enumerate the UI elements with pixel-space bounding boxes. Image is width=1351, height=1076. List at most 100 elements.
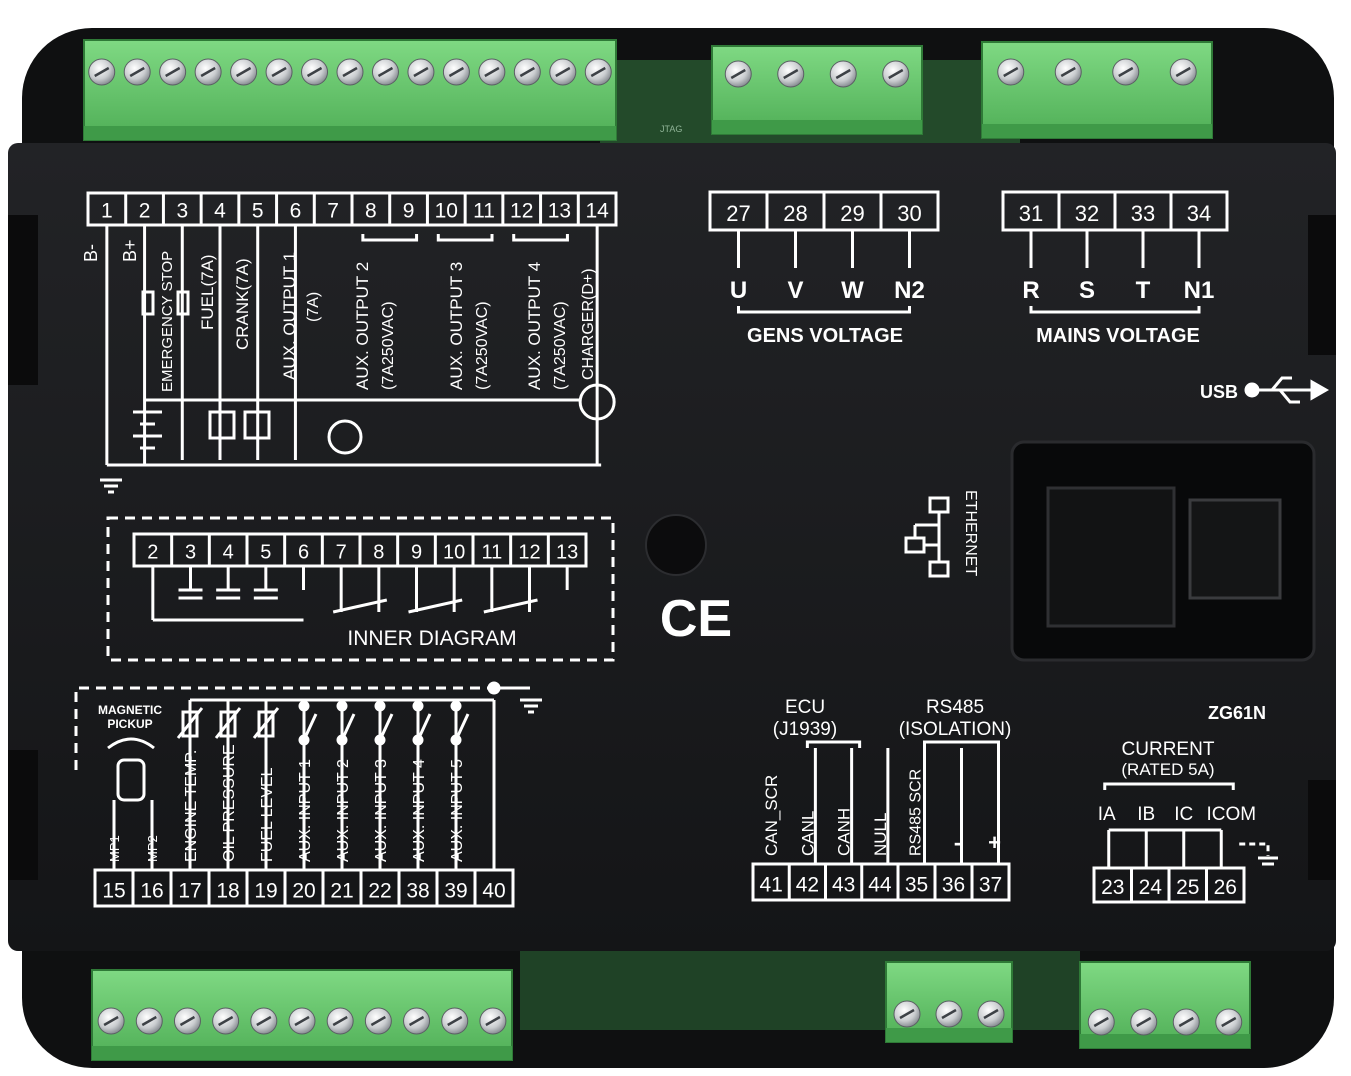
screw-slot	[555, 66, 571, 78]
switch-lever	[302, 713, 318, 741]
clip-slot-right-bottom	[1308, 780, 1336, 880]
usb-icon	[1270, 376, 1292, 391]
terminal-block-gens-base	[712, 120, 922, 134]
switch-lever	[416, 713, 432, 741]
screw-slot	[306, 66, 323, 78]
fuse-symbol	[141, 290, 155, 316]
screw-slot	[332, 1015, 348, 1027]
screw-slot	[235, 66, 252, 78]
screw-slot	[888, 68, 904, 80]
screw-slot	[103, 1015, 119, 1027]
pin-number: 16	[140, 879, 163, 902]
output-bracket	[436, 234, 494, 242]
label-aux-output-2: AUX. OUTPUT 2	[353, 262, 372, 390]
current-label: ICOM	[1206, 804, 1256, 825]
screw-slot	[983, 1008, 999, 1020]
pin-number: 38	[406, 879, 429, 902]
phase-label: U	[730, 277, 747, 304]
clip-slot-left-top	[8, 215, 38, 385]
phase-label: N2	[894, 277, 925, 304]
ethernet-label: ETHERNET	[962, 490, 979, 576]
usb-icon	[1278, 389, 1300, 404]
inner-diagram-title: INNER DIAGRAM	[347, 627, 516, 650]
switch-contact	[412, 700, 424, 712]
pin-number: 9	[411, 541, 422, 563]
screw-slot	[94, 66, 110, 78]
input-label: AUX. INPUT 4	[411, 759, 428, 862]
phase-label: V	[787, 277, 803, 304]
sensor-resistor	[219, 710, 237, 738]
screw-slot	[1003, 66, 1019, 78]
contact-symbol	[408, 598, 463, 614]
switch-contact	[450, 700, 462, 712]
pin-number: 35	[905, 873, 928, 896]
ecu-label: CANL	[798, 811, 817, 856]
terminal-block-bottom-left	[91, 969, 513, 1061]
screw-slot	[519, 66, 535, 78]
screw-slot	[1093, 1016, 1109, 1028]
fuse-symbol	[176, 290, 190, 316]
pin-number: 33	[1131, 201, 1155, 226]
pin-number: 20	[292, 879, 315, 902]
label-crank: CRANK(7A)	[233, 258, 252, 350]
input-label: AUX. INPUT 1	[297, 759, 314, 862]
pin-number: 43	[832, 873, 855, 896]
label-aux-output-2-rating: (7A250VAC)	[380, 301, 397, 390]
screw-slot	[408, 1015, 425, 1027]
pin-number: 41	[759, 873, 782, 896]
pin-number: 5	[252, 199, 264, 222]
output-symbol	[327, 419, 363, 455]
pin-number: 36	[942, 873, 965, 896]
pin-number: 5	[260, 541, 271, 563]
terminal-block-current-base	[1080, 1034, 1250, 1048]
pin-number: 40	[482, 879, 505, 902]
rs485-label: +	[988, 830, 1001, 855]
phase-label: W	[841, 277, 864, 304]
screw-slot	[835, 68, 851, 80]
pin-number: 44	[868, 873, 892, 896]
terminal-block-gens-body	[711, 45, 923, 135]
switch-contact	[374, 700, 386, 712]
terminal-block-bottom-left-base	[92, 1046, 512, 1060]
pin-number: 14	[585, 199, 609, 222]
terminal-block-current	[1079, 961, 1251, 1049]
phase-label: T	[1136, 277, 1151, 304]
magnetic-pickup-label-1: MAGNETIC	[98, 703, 162, 717]
pin-number: 4	[223, 541, 234, 563]
input-label: AUX. INPUT 2	[335, 759, 352, 862]
screw-slot	[200, 66, 216, 78]
usb-icon	[1310, 379, 1330, 401]
label-b-minus: B-	[81, 244, 101, 262]
pin-number: 8	[365, 199, 377, 222]
sensor-arrow	[252, 707, 280, 739]
screw-slot	[783, 68, 799, 80]
label-aux-output-1: AUX. OUTPUT 1	[280, 252, 299, 380]
screw-slot	[294, 1015, 310, 1027]
pin-number: 7	[327, 199, 339, 222]
current-subtitle: (RATED 5A)	[1121, 760, 1214, 779]
screw-slot	[342, 66, 358, 78]
pin-number: 34	[1187, 201, 1211, 226]
output-bracket	[512, 234, 569, 242]
screw-slot	[899, 1008, 915, 1020]
screw-slot	[370, 1015, 386, 1027]
screw-slot	[730, 68, 746, 80]
screw-slot	[485, 1015, 501, 1027]
phase-label: S	[1079, 277, 1095, 304]
current-label: IB	[1137, 804, 1155, 825]
terminal-block-current-body	[1079, 961, 1251, 1049]
pin-number: 10	[435, 199, 458, 222]
pin-number: 13	[556, 541, 578, 563]
pin-number: 29	[840, 201, 864, 226]
screw-slot	[271, 66, 287, 78]
rs485-label: RS485 SCR	[908, 769, 925, 856]
ecu-label: CANH	[835, 808, 854, 856]
pin-number: 24	[1139, 876, 1163, 899]
screw-slot	[1175, 66, 1191, 78]
